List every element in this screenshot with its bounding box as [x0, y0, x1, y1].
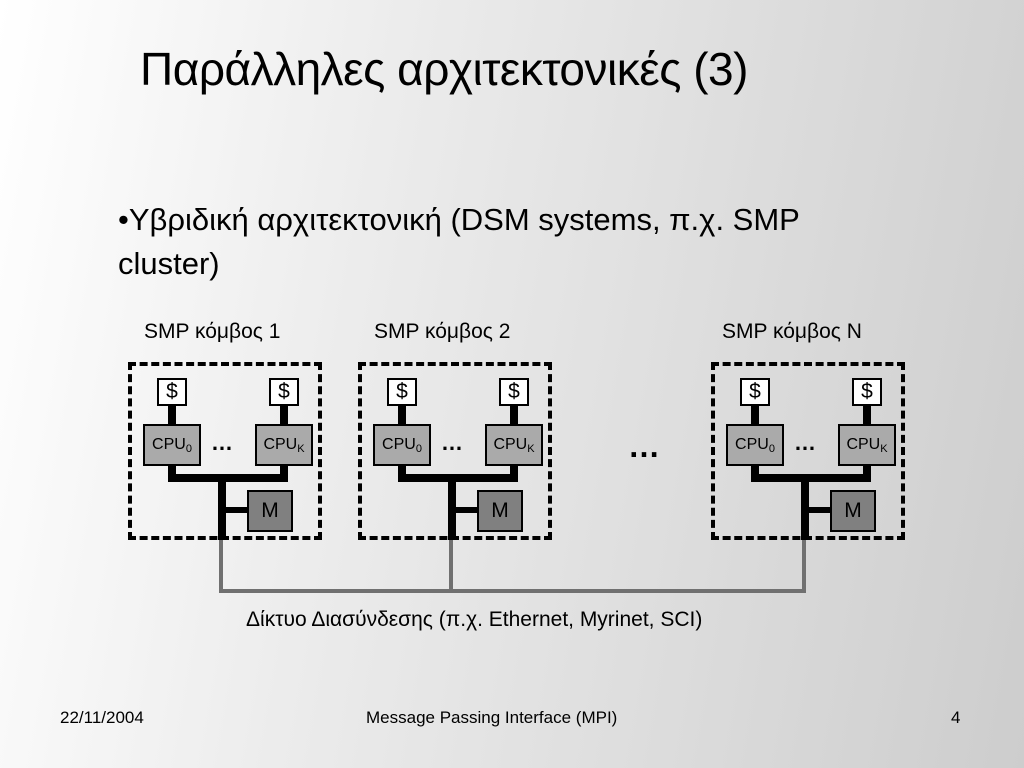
- memory-link: [456, 507, 478, 513]
- memory-box: M: [247, 490, 293, 532]
- cpu-subscript: 0: [185, 443, 192, 455]
- cpu-ellipsis: …: [794, 430, 817, 455]
- between-nodes-ellipsis: …: [628, 428, 661, 464]
- cpu-first: CPU0: [373, 424, 431, 466]
- node-label-n: SMP κόμβος N: [722, 320, 862, 343]
- slide-title: Παράλληλες αρχιτεκτονικές (3): [140, 43, 748, 95]
- cpu-bus-link: [510, 464, 518, 482]
- cpu-name: CPU: [846, 436, 881, 453]
- node-bus-vertical: [448, 474, 456, 540]
- cpu-subscript: 0: [768, 443, 775, 455]
- cpu-ellipsis: …: [441, 430, 464, 455]
- cache-cpu-link: [168, 404, 176, 424]
- cpu-name: CPU: [263, 436, 298, 453]
- cpu-name: CPU: [152, 436, 186, 453]
- cache-box: $: [387, 378, 417, 406]
- node-bus: [751, 474, 871, 482]
- cache-box: $: [269, 378, 299, 406]
- node-bus-vertical: [218, 474, 226, 540]
- cache-box: $: [852, 378, 882, 406]
- cpu-name: CPU: [493, 436, 528, 453]
- cpu-first: CPU0: [143, 424, 201, 466]
- cpu-last: CPUK: [485, 424, 543, 466]
- page-number: 4: [951, 708, 961, 727]
- cache-box: $: [499, 378, 529, 406]
- network-label: Δίκτυο Διασύνδεσης (π.χ. Ethernet, Myrin…: [246, 608, 703, 631]
- smp-node-2: $ $ CPU0 … CPUK M: [358, 362, 552, 540]
- cpu-first: CPU0: [726, 424, 784, 466]
- cpu-bus-link: [168, 464, 176, 482]
- bullet-text: •Υβριδική αρχιτεκτονική (DSM systems, π.…: [118, 202, 800, 281]
- cpu-subscript: 0: [415, 443, 422, 455]
- cpu-bus-link: [280, 464, 288, 482]
- memory-box: M: [477, 490, 523, 532]
- cpu-name: CPU: [735, 436, 769, 453]
- network-link-n: [802, 538, 806, 593]
- cpu-subscript: K: [880, 443, 888, 455]
- smp-node-n: $ $ CPU0 … CPUK M: [711, 362, 905, 540]
- cache-cpu-link: [398, 404, 406, 424]
- network-link-1: [219, 538, 223, 593]
- cpu-bus-link: [398, 464, 406, 482]
- cpu-last: CPUK: [255, 424, 313, 466]
- memory-box: M: [830, 490, 876, 532]
- cpu-last: CPUK: [838, 424, 896, 466]
- memory-link: [809, 507, 831, 513]
- cpu-bus-link: [863, 464, 871, 482]
- cache-cpu-link: [863, 404, 871, 424]
- cpu-name: CPU: [382, 436, 416, 453]
- smp-node-1: $ $ CPU0 … CPUK M: [128, 362, 322, 540]
- footer-date: 22/11/2004: [60, 708, 144, 727]
- node-bus-vertical: [801, 474, 809, 540]
- cache-cpu-link: [751, 404, 759, 424]
- node-label-1: SMP κόμβος 1: [144, 320, 281, 343]
- network-link-2: [449, 538, 453, 593]
- network-bus: [219, 589, 806, 593]
- cache-box: $: [157, 378, 187, 406]
- node-bus: [398, 474, 518, 482]
- cpu-subscript: K: [297, 443, 305, 455]
- memory-link: [226, 507, 248, 513]
- cache-cpu-link: [510, 404, 518, 424]
- footer-title: Message Passing Interface (MPI): [366, 708, 618, 727]
- node-label-2: SMP κόμβος 2: [374, 320, 511, 343]
- cpu-bus-link: [751, 464, 759, 482]
- cpu-subscript: K: [527, 443, 535, 455]
- cpu-ellipsis: …: [211, 430, 234, 455]
- node-bus: [168, 474, 288, 482]
- cache-cpu-link: [280, 404, 288, 424]
- cache-box: $: [740, 378, 770, 406]
